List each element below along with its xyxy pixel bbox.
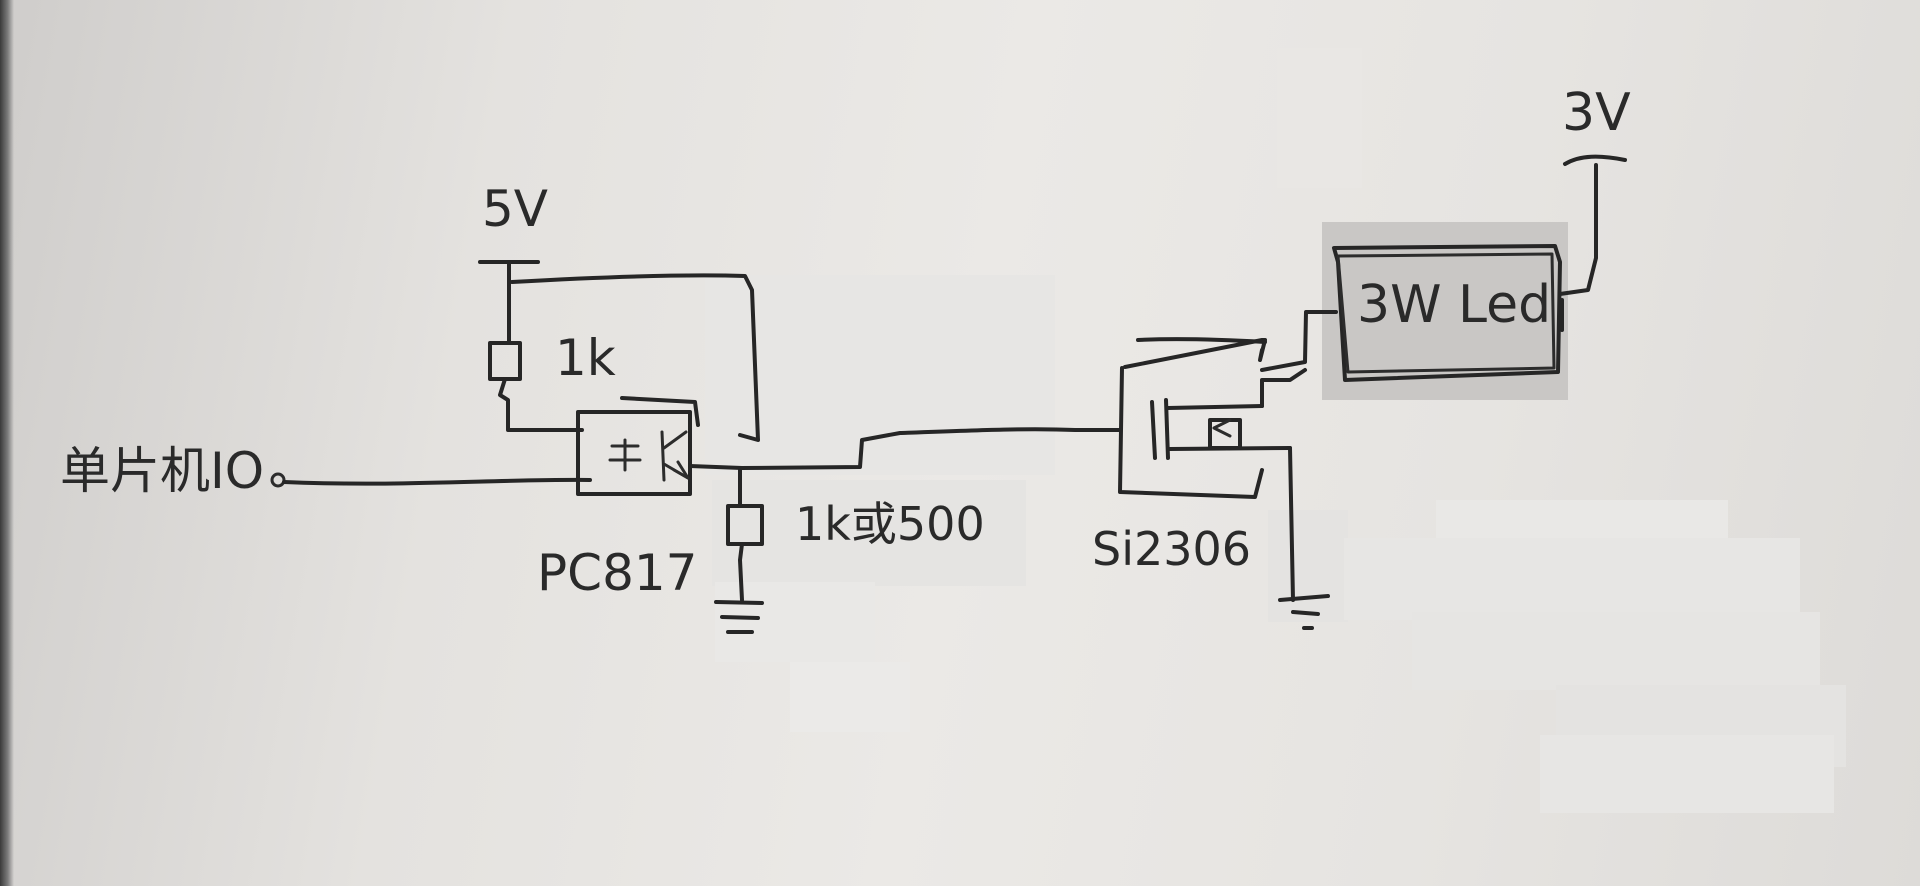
pc817-led-symbol <box>608 438 642 472</box>
supply-3v <box>1558 154 1627 332</box>
cover-patch <box>1344 538 1800 620</box>
resistor-label-patch <box>712 480 1026 586</box>
mosfet-top-lead <box>1136 337 1267 344</box>
label-resistor-bottom: 1k或500 <box>795 497 985 551</box>
cover-patch <box>705 275 1055 475</box>
led-3w <box>1332 244 1562 382</box>
mosfet-drain-line <box>1166 404 1264 410</box>
supply-5v <box>478 260 760 442</box>
cover-patch <box>1277 48 1362 188</box>
cover-patch <box>790 662 910 732</box>
mosfet-outline <box>1118 338 1267 499</box>
3v-to-led-wire <box>1558 163 1598 296</box>
input-terminal <box>270 472 286 488</box>
mosfet-drain-lead <box>1260 368 1307 408</box>
led-box-inner <box>1336 252 1556 374</box>
3v-rail-symbol <box>1563 154 1627 166</box>
ground-symbol-right <box>1278 594 1330 630</box>
mosfet-arrow <box>1212 418 1232 438</box>
label-led: 3W Led <box>1357 275 1551 335</box>
ground-symbol-left <box>714 600 764 634</box>
mosfet-body-diode-box <box>1208 418 1242 450</box>
optocoupler-pc817 <box>576 396 700 496</box>
gate-drive <box>688 427 1122 634</box>
paper-edge-shadow <box>0 0 14 886</box>
mosfet-si2306 <box>1118 310 1338 630</box>
label-mosfet: Si2306 <box>1092 522 1251 576</box>
resistor-to-ground-wire <box>738 542 744 602</box>
resistor-to-led-wire <box>498 377 584 432</box>
cover-patch <box>715 582 875 662</box>
label-3v: 3V <box>1562 83 1631 143</box>
pc817-arrow <box>672 460 690 480</box>
cover-patches <box>705 48 1846 813</box>
resistor-1k-or-500 <box>726 504 764 546</box>
mcu-io-input <box>270 472 592 488</box>
label-mcu-io: 单片机IO <box>60 442 264 500</box>
mosfet-gate-plate <box>1150 400 1157 460</box>
emitter-to-gate-wire <box>688 427 1122 470</box>
resistor-1k-top <box>488 341 522 381</box>
pc817-body <box>576 410 692 496</box>
drain-to-led-wire <box>1260 310 1338 372</box>
cover-patch <box>1412 612 1820 690</box>
label-optocoupler: PC817 <box>537 544 698 602</box>
source-to-ground-wire <box>1288 446 1295 602</box>
pc817-top-lead <box>620 396 700 427</box>
input-wire <box>282 477 592 486</box>
label-5v: 5V <box>482 180 548 238</box>
cover-patch <box>1268 510 1348 622</box>
mosfet-channel <box>1164 398 1170 460</box>
5v-to-collector-wire <box>510 273 760 442</box>
label-resistor-top: 1k <box>555 329 616 387</box>
cover-patch <box>1540 735 1834 813</box>
